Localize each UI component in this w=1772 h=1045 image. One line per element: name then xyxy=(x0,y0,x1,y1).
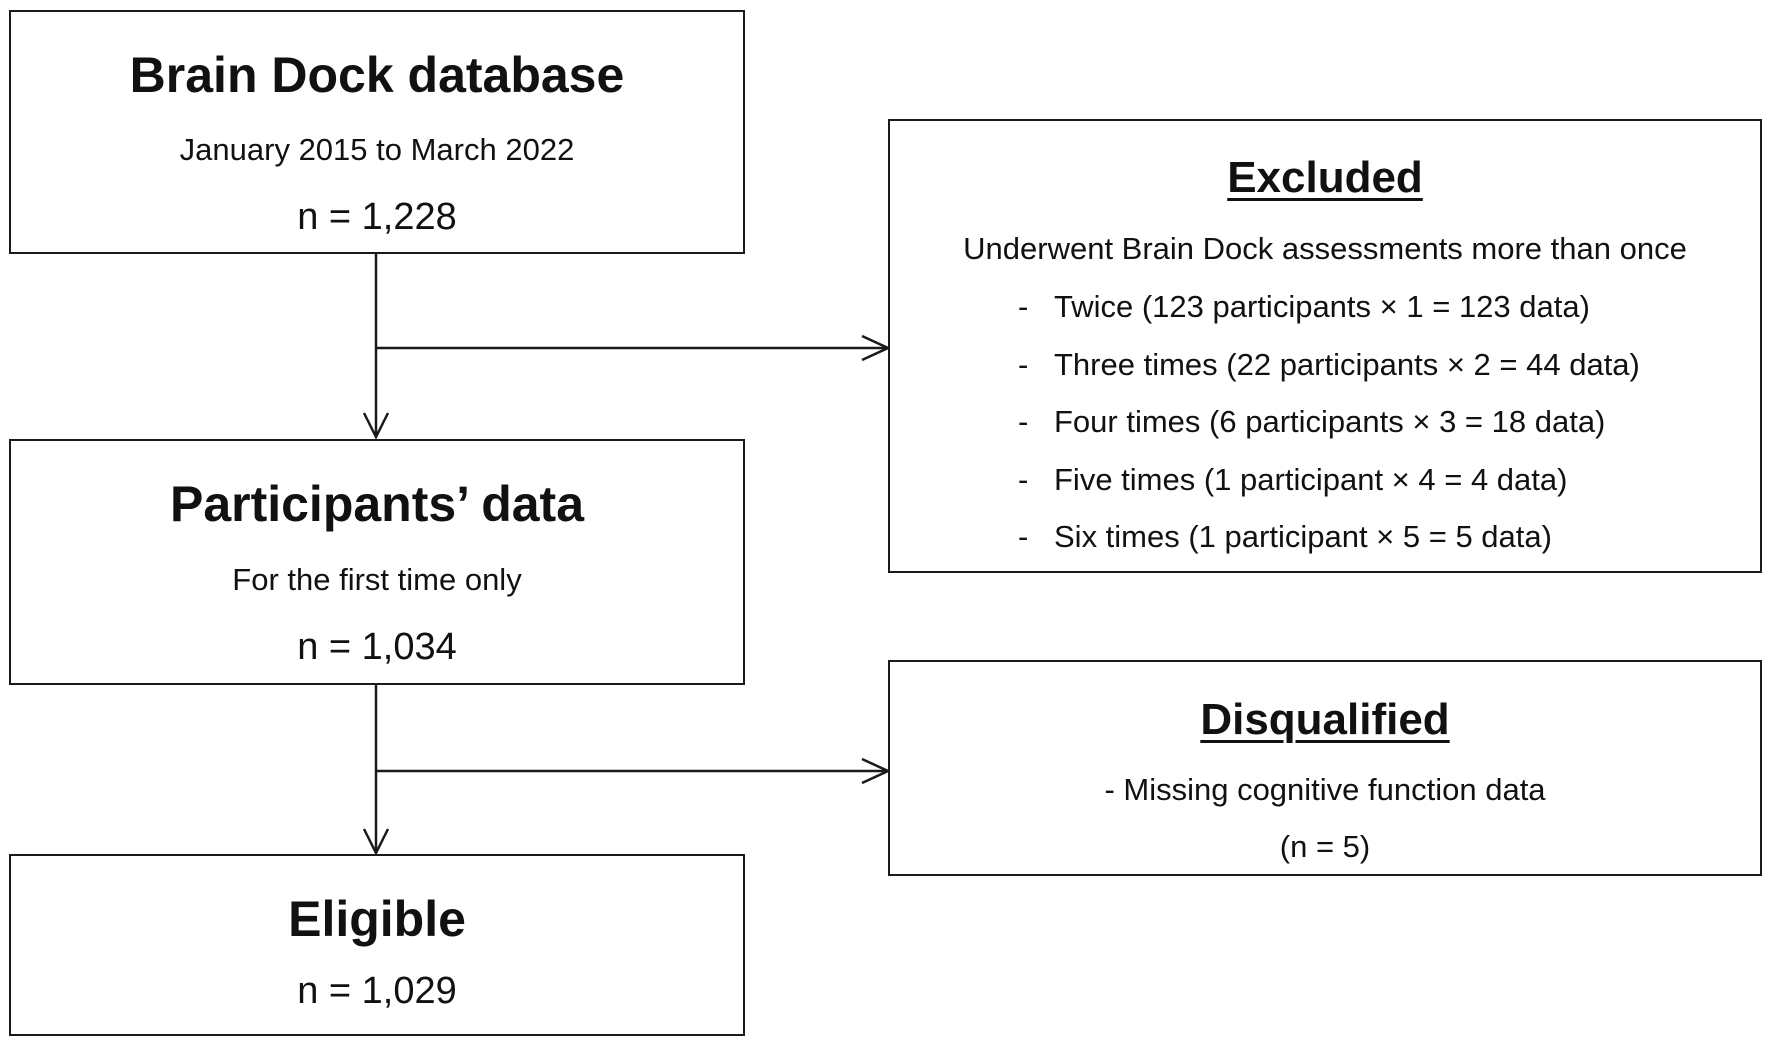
disqualified-box: Disqualified - Missing cognitive functio… xyxy=(888,660,1762,876)
arrowhead-eligible xyxy=(362,828,390,856)
excluded-box: Excluded Underwent Brain Dock assessment… xyxy=(888,119,1762,573)
list-bullet: - xyxy=(1018,346,1029,382)
list-item-text: Four times (6 participants × 3 = 18 data… xyxy=(1054,404,1606,439)
database-box: Brain Dock database January 2015 to Marc… xyxy=(9,10,745,254)
participants-count: n = 1,034 xyxy=(297,626,457,668)
list-item-text: Twice (123 participants × 1 = 123 data) xyxy=(1054,289,1590,324)
participants-box: Participants’ data For the first time on… xyxy=(9,439,745,685)
database-count: n = 1,228 xyxy=(297,196,457,238)
excluded-reason: Underwent Brain Dock assessments more th… xyxy=(963,231,1687,266)
list-item-text: Six times (1 participant × 5 = 5 data) xyxy=(1054,519,1552,554)
disqualified-title: Disqualified xyxy=(1200,695,1450,744)
list-bullet: - xyxy=(1018,519,1029,554)
disqualified-count: (n = 5) xyxy=(1279,829,1371,864)
disqualified-reason: - Missing cognitive function data xyxy=(1104,772,1546,807)
eligible-box: Eligible n = 1,029 xyxy=(9,854,745,1036)
list-item-text: Three times (22 participants × 2 = 44 da… xyxy=(1054,346,1640,382)
participants-subtitle: For the first time only xyxy=(232,562,522,597)
eligible-title: Eligible xyxy=(288,891,466,947)
participants-title: Participants’ data xyxy=(169,476,585,532)
excluded-title: Excluded xyxy=(1227,153,1423,202)
list-bullet: - xyxy=(1018,461,1029,497)
list-bullet: - xyxy=(1018,404,1029,439)
database-title: Brain Dock database xyxy=(129,47,625,103)
database-date-range: January 2015 to March 2022 xyxy=(179,132,575,167)
eligible-count: n = 1,029 xyxy=(297,970,457,1012)
list-item-text: Five times (1 participant × 4 = 4 data) xyxy=(1054,461,1568,497)
list-bullet: - xyxy=(1018,289,1029,324)
arrowhead-participants xyxy=(362,412,390,440)
